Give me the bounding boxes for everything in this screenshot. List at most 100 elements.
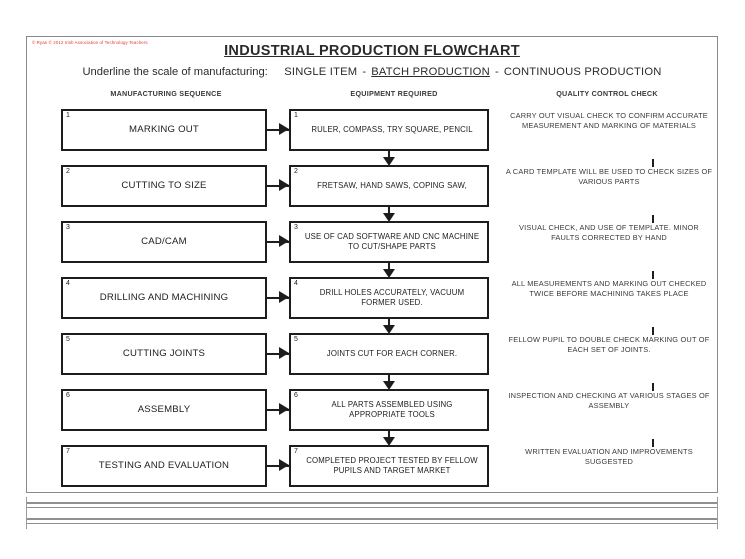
down-arrow-icon (383, 437, 395, 446)
horizontal-arrow-icon (279, 459, 289, 471)
scale-option-single-item[interactable]: SINGLE ITEM (284, 66, 358, 78)
equipment-box[interactable]: 1 RULER, COMPASS, TRY SQUARE, PENCIL (289, 109, 489, 151)
equipment-box-label: FRETSAW, HAND SAWS, COPING SAW, (317, 181, 467, 190)
vertical-connector-line (388, 151, 390, 159)
column-header-equipment-required: EQUIPMENT REQUIRED (350, 89, 438, 98)
sequence-box-label: CUTTING TO SIZE (121, 180, 207, 192)
down-arrow-icon (383, 325, 395, 334)
sequence-box[interactable]: 1 MARKING OUT (61, 109, 267, 151)
horizontal-connector-line (267, 129, 289, 131)
quality-check-text: FELLOW PUPIL TO DOUBLE CHECK MARKING OUT… (508, 335, 710, 354)
equipment-box-number: 2 (294, 168, 298, 175)
sequence-box[interactable]: 5 CUTTING JOINTS (61, 333, 267, 375)
equipment-box-label: USE OF CAD SOFTWARE AND CNC MACHINE TO C… (304, 232, 480, 251)
horizontal-arrow-icon (279, 179, 289, 191)
flow-row: 2 CUTTING TO SIZE 2 FRETSAW, HAND SAWS, … (27, 159, 719, 222)
equipment-box[interactable]: 3 USE OF CAD SOFTWARE AND CNC MACHINE TO… (289, 215, 654, 263)
down-arrow-icon (383, 381, 395, 390)
flowchart-body: 1 MARKING OUT 1 RULER, COMPASS, TRY SQUA… (27, 103, 719, 495)
equipment-box-number: 1 (294, 112, 298, 119)
horizontal-connector-line (267, 241, 289, 243)
equipment-box[interactable]: 5 JOINTS CUT FOR EACH CORNER. (289, 327, 654, 375)
scale-separator-2: - (494, 66, 499, 78)
flow-row: 3 CAD/CAM 3 USE OF CAD SOFTWARE AND CNC … (27, 215, 719, 278)
horizontal-arrow-icon (279, 235, 289, 247)
vertical-connector-line (388, 207, 390, 215)
sequence-box-number: 6 (66, 392, 70, 399)
quality-check-text: INSPECTION AND CHECKING AT VARIOUS STAGE… (508, 391, 710, 410)
column-header-manufacturing-sequence: MANUFACTURING SEQUENCE (110, 89, 222, 98)
sequence-box[interactable]: 7 TESTING AND EVALUATION (61, 445, 267, 487)
document-frame: © Ryan © 2012 Irish Association of Techn… (26, 36, 718, 493)
vertical-connector-tail (652, 159, 654, 167)
sequence-box[interactable]: 6 ASSEMBLY (61, 389, 267, 431)
quality-check-text: CARRY OUT VISUAL CHECK TO CONFIRM ACCURA… (510, 111, 708, 130)
vertical-connector-tail (652, 327, 654, 335)
equipment-box[interactable]: 7 COMPLETED PROJECT TESTED BY FELLOW PUP… (289, 439, 654, 487)
sequence-box-number: 1 (66, 112, 70, 119)
scale-of-manufacturing-row: Underline the scale of manufacturing: SI… (27, 66, 717, 78)
sequence-box-label: DRILLING AND MACHINING (99, 292, 229, 304)
footer-bands (26, 497, 718, 529)
sequence-box-number: 7 (66, 448, 70, 455)
scale-option-continuous-production[interactable]: CONTINUOUS PRODUCTION (503, 66, 662, 78)
quality-check-text: VISUAL CHECK, AND USE OF TEMPLATE. MINOR… (519, 223, 699, 242)
sequence-box[interactable]: 4 DRILLING AND MACHINING (61, 277, 267, 319)
copyright-notice: © Ryan © 2012 Irish Association of Techn… (32, 40, 148, 45)
horizontal-connector-line (267, 353, 289, 355)
footer-divider-line (27, 502, 717, 504)
flow-row: 6 ASSEMBLY 6 ALL PARTS ASSEMBLED USING A… (27, 383, 719, 446)
down-arrow-icon (383, 157, 395, 166)
sequence-box[interactable]: 2 CUTTING TO SIZE (61, 165, 267, 207)
scale-separator-1: - (362, 66, 367, 78)
horizontal-arrow-icon (279, 347, 289, 359)
quality-check-text: WRITTEN EVALUATION AND IMPROVEMENTS SUGG… (525, 447, 693, 466)
sequence-box-label: ASSEMBLY (137, 404, 191, 416)
equipment-box[interactable]: 6 ALL PARTS ASSEMBLED USING APPROPRIATE … (289, 383, 654, 431)
scale-prompt-label: Underline the scale of manufacturing: (82, 66, 268, 78)
horizontal-arrow-icon (279, 291, 289, 303)
vertical-connector-tail (652, 439, 654, 447)
flow-row: 5 CUTTING JOINTS 5 JOINTS CUT FOR EACH C… (27, 327, 719, 390)
equipment-box-label: DRILL HOLES ACCURATELY, VACUUM FORMER US… (319, 288, 465, 307)
sequence-box-label: MARKING OUT (129, 124, 199, 136)
flow-row: 1 MARKING OUT 1 RULER, COMPASS, TRY SQUA… (27, 103, 719, 166)
footer-divider-line (27, 507, 717, 508)
vertical-connector-line (388, 431, 390, 439)
sequence-box[interactable]: 3 CAD/CAM (61, 221, 267, 263)
vertical-connector-tail (652, 271, 654, 279)
footer-divider-line (27, 523, 717, 524)
down-arrow-icon (383, 269, 395, 278)
sequence-box-label: CUTTING JOINTS (122, 348, 206, 360)
equipment-box-label: RULER, COMPASS, TRY SQUARE, PENCIL (311, 125, 473, 134)
down-arrow-icon (383, 213, 395, 222)
footer-divider-line (27, 518, 717, 520)
quality-check-text: ALL MEASUREMENTS AND MARKING OUT CHECKED… (511, 279, 707, 298)
vertical-connector-tail (652, 215, 654, 223)
equipment-box-number: 7 (294, 448, 298, 455)
horizontal-connector-line (267, 465, 289, 467)
sequence-box-number: 3 (66, 224, 70, 231)
horizontal-connector-line (267, 185, 289, 187)
quality-check-text: A CARD TEMPLATE WILL BE USED TO CHECK SI… (505, 167, 713, 186)
vertical-connector-line (388, 375, 390, 383)
column-header-quality-control-check: QUALITY CONTROL CHECK (556, 89, 658, 98)
equipment-box-number: 5 (294, 336, 298, 343)
page-title: INDUSTRIAL PRODUCTION FLOWCHART (224, 43, 520, 59)
equipment-box-label: COMPLETED PROJECT TESTED BY FELLOW PUPIL… (306, 456, 478, 475)
vertical-connector-tail (652, 383, 654, 391)
sequence-box-label: CAD/CAM (141, 236, 187, 248)
horizontal-arrow-icon (279, 123, 289, 135)
sequence-box-number: 2 (66, 168, 70, 175)
vertical-connector-line (388, 263, 390, 271)
equipment-box-number: 6 (294, 392, 298, 399)
horizontal-connector-line (267, 409, 289, 411)
horizontal-arrow-icon (279, 403, 289, 415)
equipment-box-number: 4 (294, 280, 298, 287)
sequence-box-number: 5 (66, 336, 70, 343)
sequence-box-label: TESTING AND EVALUATION (98, 460, 230, 472)
flow-row: 7 TESTING AND EVALUATION 7 COMPLETED PRO… (27, 439, 719, 495)
equipment-box[interactable]: 2 FRETSAW, HAND SAWS, COPING SAW, (289, 159, 654, 207)
equipment-box[interactable]: 4 DRILL HOLES ACCURATELY, VACUUM FORMER … (289, 271, 654, 319)
scale-option-batch-production[interactable]: BATCH PRODUCTION (371, 66, 490, 78)
